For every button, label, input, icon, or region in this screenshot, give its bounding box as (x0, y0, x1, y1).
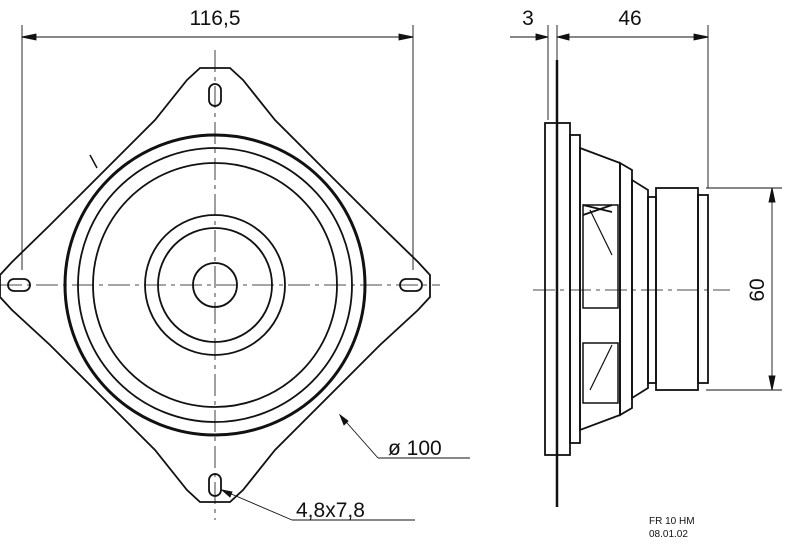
magnet-diameter-label: 60 (746, 278, 769, 301)
basket-ring (619, 161, 633, 417)
model-label: FR 10 HM (649, 516, 695, 527)
date-label: 08.01.02 (649, 529, 688, 540)
side-view (533, 60, 730, 507)
mounting-hole-label: 4,8x7,8 (296, 499, 365, 522)
width-dimension-label: 116,5 (190, 7, 241, 30)
depth-dimension (510, 25, 709, 188)
front-view (0, 50, 440, 520)
hole-leader (220, 489, 415, 521)
diameter-label: ø 100 (388, 437, 442, 460)
terminal-tab (89, 154, 98, 169)
depth-label: 46 (618, 7, 641, 30)
basket-step (569, 134, 581, 444)
basket-body (579, 146, 621, 432)
diameter-leader (338, 413, 470, 459)
basket-rear (631, 178, 649, 400)
magnet (655, 187, 699, 391)
magnet-dimension (706, 187, 782, 391)
flange-thickness-label: 3 (522, 7, 534, 30)
back-plate (697, 194, 709, 384)
width-dimension (21, 25, 414, 270)
mounting-flange (0, 67, 431, 503)
